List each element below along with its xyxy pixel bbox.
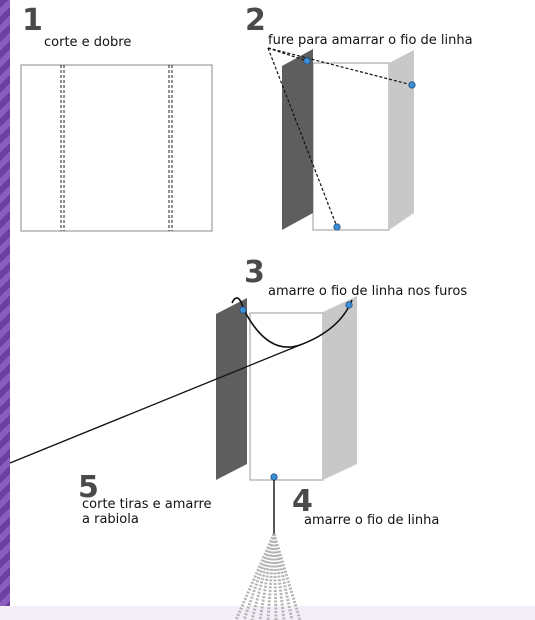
step4-caption: amarre o fio de linha — [304, 513, 440, 528]
step1-paper — [20, 64, 213, 232]
step-number-5: 5 — [78, 470, 99, 505]
svg-text:1: 1 — [22, 3, 43, 38]
kite-hole-right — [345, 301, 353, 309]
step-number-4: 4 — [292, 484, 313, 519]
step2-folded-paper — [267, 47, 416, 231]
bridle-string — [231, 297, 353, 348]
flying-line — [9, 344, 301, 464]
kite-right-flap — [323, 296, 357, 480]
decorative-border-left — [0, 0, 10, 620]
step-number-3: 3 — [244, 255, 265, 290]
tail-strips — [234, 533, 302, 620]
svg-text:3: 3 — [244, 255, 265, 290]
svg-text:5: 5 — [78, 470, 99, 505]
left-flap — [282, 49, 313, 230]
decorative-border-bottom — [0, 606, 535, 620]
step1-caption: corte e dobre — [44, 35, 132, 50]
kite-center-panel — [249, 312, 324, 481]
step2-caption: fure para amarrar o fio de linha — [268, 33, 473, 48]
step5-caption-line1: corte tiras e amarre — [82, 497, 212, 512]
kite-hole-bottom — [270, 473, 278, 481]
kite-hole-left — [239, 306, 247, 314]
svg-text:4: 4 — [292, 484, 313, 519]
step-number-1: 1 — [22, 3, 43, 38]
right-flap — [389, 50, 414, 230]
step3-caption: amarre o fio de linha nos furos — [268, 284, 468, 299]
kite-left-flap — [216, 298, 247, 480]
step-number-2: 2 — [245, 3, 266, 38]
hole-bottom — [333, 223, 341, 231]
svg-text:2: 2 — [245, 3, 266, 38]
step3-kite — [9, 296, 357, 534]
hole-top-left — [303, 57, 311, 65]
hole-top-right — [408, 81, 416, 89]
center-panel — [312, 62, 390, 231]
step5-caption-line2: a rabiola — [82, 512, 139, 527]
